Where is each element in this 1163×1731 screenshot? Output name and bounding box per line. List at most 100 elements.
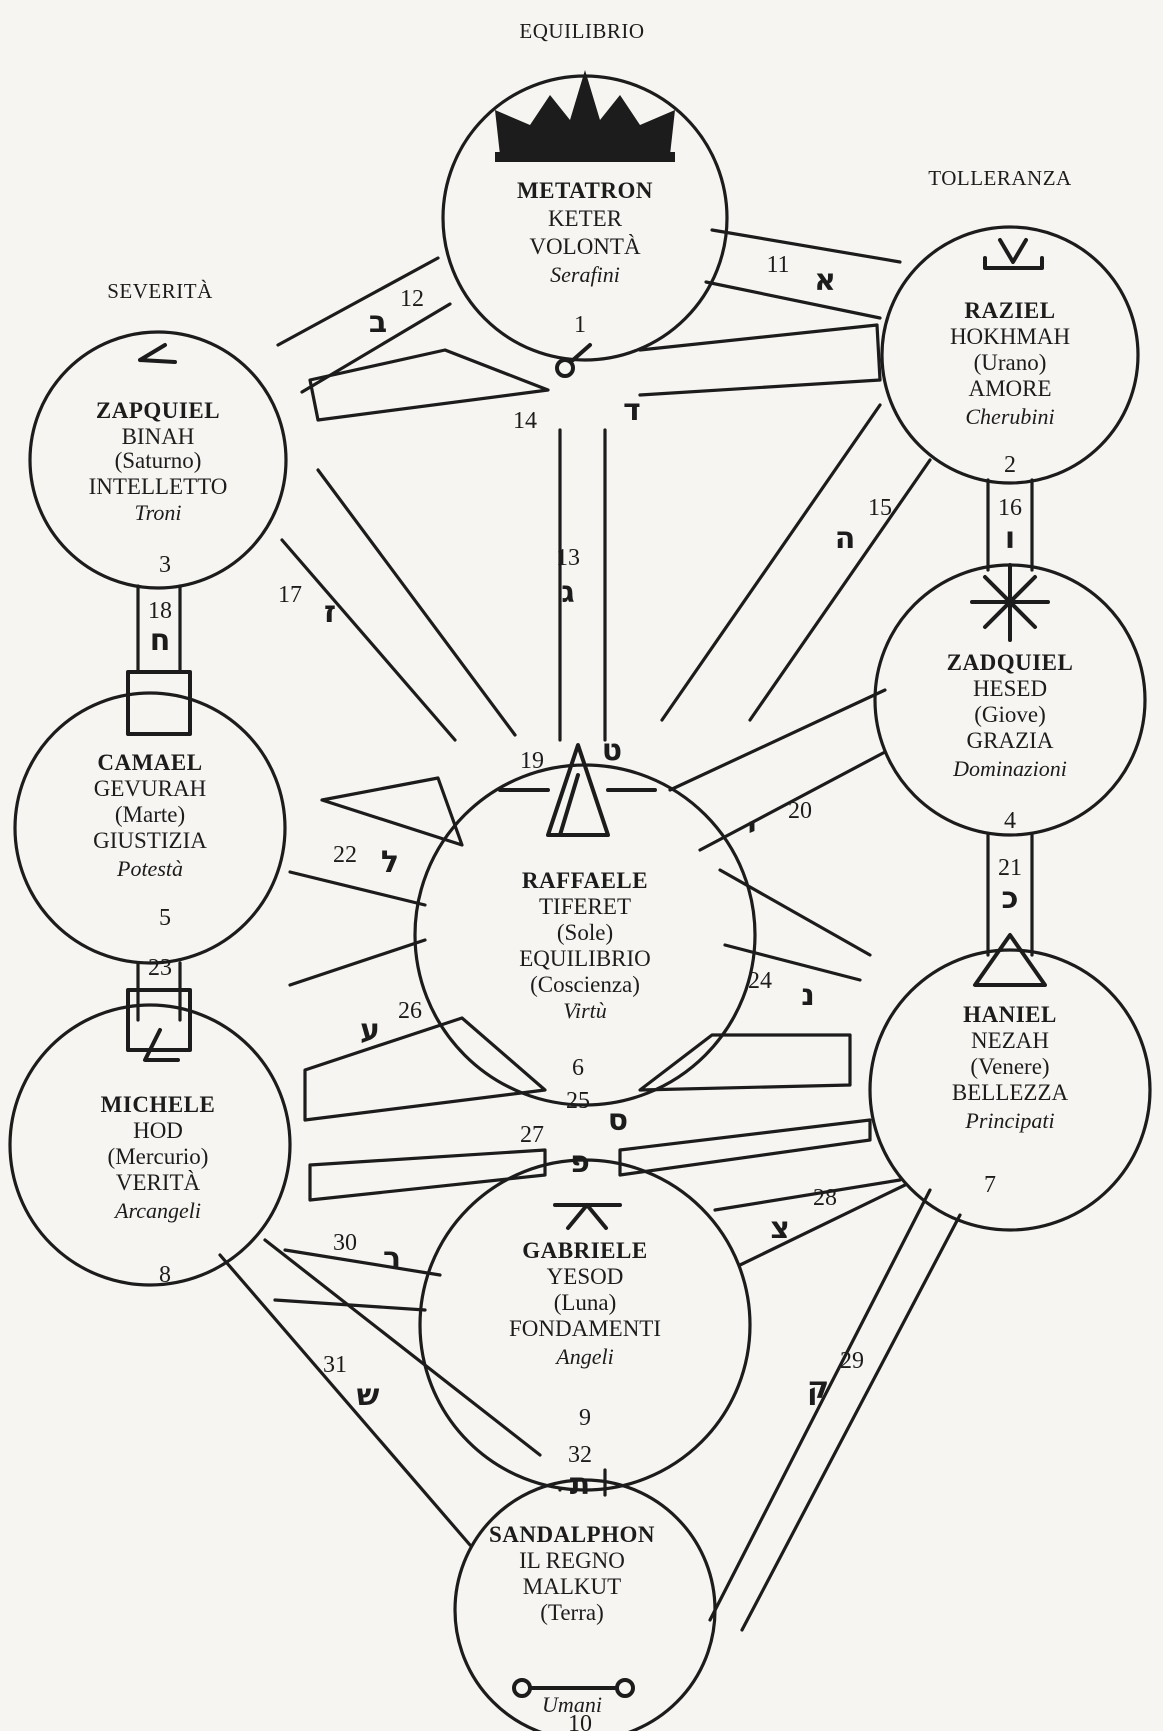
hod-number: 8 [159, 1262, 171, 1288]
yesod-number: 9 [579, 1405, 591, 1431]
malkut-line-2: MALKUT [523, 1574, 621, 1599]
path-12-channel [276, 256, 452, 394]
path-31-number: 31 [323, 1352, 347, 1378]
gevurah-line-2: (Marte) [115, 802, 185, 827]
malkut-angel: SANDALPHON [489, 1522, 655, 1547]
path-27-channel [308, 1148, 547, 1202]
hesed-line-2: (Giove) [974, 702, 1046, 727]
tiferet-number: 6 [572, 1055, 584, 1081]
tiferet-line-4: (Coscienza) [530, 972, 640, 997]
path-13-letter: ג [561, 575, 574, 610]
sephira-yesod: GABRIELE YESOD (Luna) FONDAMENTI Angeli … [509, 1238, 661, 1431]
malkut-line-1: IL REGNO [519, 1548, 625, 1573]
path-26-number: 26 [398, 998, 422, 1024]
path-18-channel [136, 584, 182, 672]
binah-line-1: BINAH [122, 424, 195, 449]
binah-circle [28, 330, 288, 590]
binah-angel: ZAPQUIEL [96, 398, 220, 423]
hokhmah-angel: RAZIEL [964, 298, 1055, 323]
hesed-line-3: GRAZIA [967, 728, 1054, 753]
path-27-number: 27 [520, 1122, 544, 1148]
nezah-line-1: NEZAH [971, 1028, 1049, 1053]
hokhmah-line-1: HOKHMAH [950, 324, 1070, 349]
path-16-channel [986, 478, 1034, 572]
path-22-letter: ל [381, 845, 399, 880]
hod-line-3: VERITÀ [116, 1170, 201, 1195]
gevurah-angel: CAMAEL [97, 750, 202, 775]
tiferet-choir: Virtù [563, 998, 607, 1023]
tiferet-line-2: (Sole) [557, 920, 613, 945]
path-13-number: 13 [556, 545, 580, 571]
gevurah-line-3: GIUSTIZIA [93, 828, 207, 853]
yesod-angel: GABRIELE [522, 1238, 647, 1263]
path-28-channel [713, 1178, 907, 1267]
crown-icon [495, 70, 675, 162]
square-glyph-icon [126, 988, 192, 1062]
path-28-number: 28 [813, 1185, 837, 1211]
hokhmah-line-3: AMORE [968, 376, 1051, 401]
path-18-letter: ח [150, 623, 171, 658]
path-26-letter: ע [360, 1013, 380, 1048]
path-16-letter: ו [1005, 521, 1015, 556]
path-labels: 11 א 12 ב 13 ג 14 ד 15 ה 16 ו 17 ז 18 ח … [148, 252, 1022, 1502]
mercury-glyph-icon [555, 343, 592, 378]
yesod-circle [418, 1158, 752, 1492]
path-15-channel [660, 403, 932, 722]
hokhmah-line-2: (Urano) [974, 350, 1047, 375]
sephira-hesed: ZADQUIEL HESED (Giove) GRAZIA Dominazion… [947, 650, 1073, 834]
uranus-glyph-icon [983, 238, 1044, 270]
path-24-number: 24 [748, 968, 772, 994]
path-29-number: 29 [840, 1348, 864, 1374]
star-burst-icon [970, 563, 1050, 642]
path-24-channel [718, 868, 872, 982]
sephira-tiferet: RAFFAELE TIFERET (Sole) EQUILIBRIO (Cosc… [519, 868, 651, 1081]
path-12-letter: ב [369, 305, 387, 340]
path-21-number: 21 [998, 855, 1022, 881]
path-29-channel [708, 1188, 962, 1632]
path-32-number: 32 [568, 1442, 592, 1468]
hod-line-2: (Mercurio) [108, 1144, 209, 1169]
hod-choir: Arcangeli [113, 1198, 201, 1223]
binah-number: 3 [159, 552, 171, 578]
sephira-binah: ZAPQUIEL BINAH (Saturno) INTELLETTO Tron… [89, 398, 228, 578]
sephira-malkut: SANDALPHON IL REGNO MALKUT (Terra) Umani… [489, 1522, 655, 1731]
keter-number: 1 [574, 312, 586, 338]
hesed-number: 4 [1004, 808, 1016, 834]
path-22b-channel [288, 870, 427, 987]
path-32-channel [558, 1468, 607, 1497]
hod-line-1: HOD [133, 1118, 183, 1143]
tiferet-line-1: TIFERET [539, 894, 631, 919]
nezah-angel: HANIEL [963, 1002, 1057, 1027]
path-15-number: 15 [868, 495, 892, 521]
hokhmah-number: 2 [1004, 452, 1016, 478]
path-25-letter: ס [608, 1103, 628, 1138]
nezah-number: 7 [984, 1172, 996, 1198]
triangle-icon [973, 933, 1047, 987]
path-30-letter: ר [383, 1241, 401, 1276]
path-25b-channel [638, 1033, 852, 1092]
path-14b-channel [638, 323, 882, 397]
hokhmah-choir: Cherubini [965, 404, 1054, 429]
path-14-letter: ד [623, 393, 641, 428]
path-11-letter: א [814, 263, 836, 298]
yesod-choir: Angeli [554, 1344, 613, 1369]
path-16-number: 16 [998, 495, 1022, 521]
yesod-line-1: YESOD [547, 1264, 624, 1289]
path-24-letter: נ [801, 978, 815, 1013]
hod-circle [8, 1003, 292, 1287]
path-19-letter: ט [602, 733, 622, 768]
hokhmah-circle [880, 225, 1140, 485]
hesed-choir: Dominazioni [952, 756, 1067, 781]
path-12-number: 12 [400, 286, 424, 312]
path-14-channel [308, 348, 550, 422]
path-17-letter: ז [324, 595, 336, 630]
quality-severita: SEVERITÀ [107, 279, 213, 303]
nezah-circle [868, 948, 1152, 1232]
path-13-channel [558, 428, 607, 742]
path-20-number: 20 [788, 798, 812, 824]
path-21-letter: כ [1002, 881, 1019, 916]
binah-line-3: INTELLETTO [89, 474, 228, 499]
sephira-hod: MICHELE HOD (Mercurio) VERITÀ Arcangeli … [101, 1092, 215, 1288]
path-31-letter: ש [357, 1378, 380, 1413]
path-31-channel [218, 1238, 542, 1547]
